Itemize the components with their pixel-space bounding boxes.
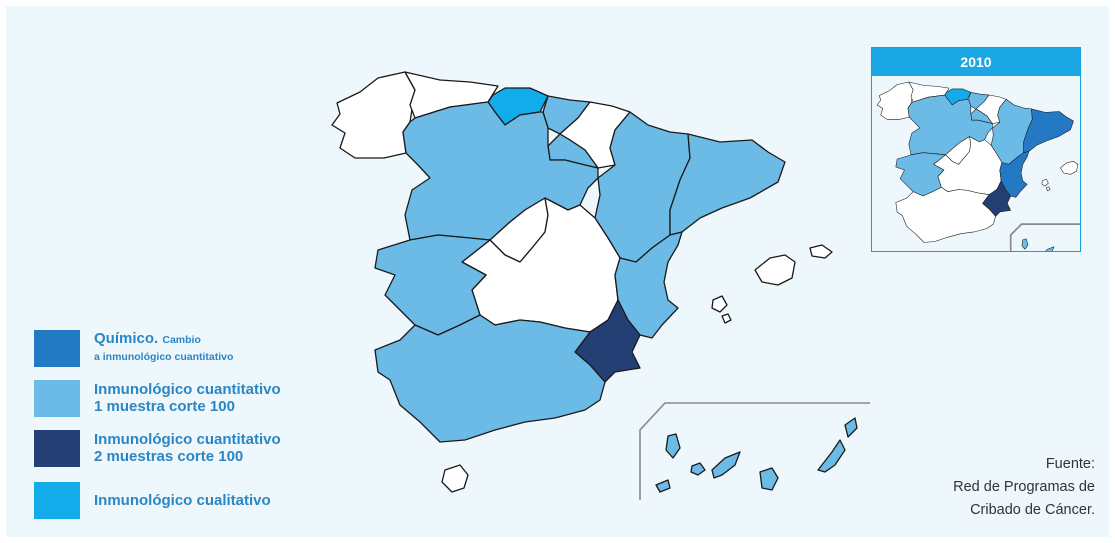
- legend-swatch-inmunologico-2: [34, 430, 80, 467]
- inset-year-label: 2010: [872, 48, 1080, 76]
- region-canarias-gran-canaria: [759, 467, 779, 491]
- source-note: Fuente: Red de Programas de Cribado de C…: [953, 453, 1095, 522]
- region-castilla-y-leon: [402, 101, 599, 241]
- region-baleares-formentera: [721, 313, 732, 324]
- region-ceuta: [441, 464, 469, 493]
- region-baleares-mallorca: [754, 254, 796, 286]
- legend-label-inmunologico-1-line2: 1 muestra corte 100: [94, 398, 235, 415]
- legend-swatch-cualitativo: [34, 482, 80, 519]
- canarias-frame: [639, 402, 870, 500]
- legend-label-quimico: Químico.: [94, 330, 159, 347]
- inset-region-navarra: [975, 94, 1007, 124]
- inset-region-andalucia: [895, 187, 996, 243]
- inset-region-canarias-tenerife: [1045, 246, 1055, 251]
- source-line-1: Fuente:: [1045, 456, 1095, 472]
- inset-region-baleares-ibiza: [1041, 178, 1049, 187]
- legend: Químico. Cambio a inmunológico cuantitat…: [34, 330, 354, 530]
- legend-item-quimico: Químico. Cambio a inmunológico cuantitat…: [34, 330, 354, 380]
- region-baleares-ibiza: [711, 295, 728, 313]
- region-baleares-menorca: [809, 244, 833, 259]
- legend-label-inmunologico-1-line1: Inmunológico cuantitativo: [94, 381, 281, 398]
- inset-regions: [876, 81, 1079, 251]
- source-line-3: Cribado de Cáncer.: [970, 502, 1095, 518]
- inset-region-baleares-mallorca: [1060, 161, 1079, 175]
- region-canarias-tenerife: [711, 451, 741, 479]
- region-comunidad-valenciana: [614, 231, 683, 339]
- region-canarias-fuerteventura: [817, 439, 846, 473]
- inset-region-canarias-la-palma: [1021, 238, 1029, 250]
- inset-region-castilla-y-leon: [907, 94, 993, 156]
- legend-label-cualitativo: Inmunológico cualitativo: [94, 492, 271, 509]
- legend-label-inmunologico-2-line1: Inmunológico cuantitativo: [94, 431, 281, 448]
- region-canarias-el-hierro: [655, 479, 671, 493]
- source-line-2: Red de Programas de: [953, 479, 1095, 495]
- inset-canarias-frame: [1009, 223, 1080, 251]
- legend-item-inmunologico-1: Inmunológico cuantitativo 1 muestra cort…: [34, 380, 354, 430]
- region-galicia: [331, 71, 416, 159]
- inset-2010: 2010: [871, 47, 1081, 252]
- inset-region-galicia: [876, 81, 914, 120]
- inset-region-baleares-formentera: [1045, 186, 1051, 192]
- region-andalucia: [374, 314, 606, 443]
- region-canarias-la-gomera: [690, 462, 706, 476]
- region-canarias-lanzarote: [844, 417, 858, 438]
- legend-label-inmunologico-2-line2: 2 muestras corte 100: [94, 448, 244, 465]
- region-canarias-la-palma: [665, 433, 681, 459]
- region-navarra: [559, 101, 631, 169]
- inset-region-cataluna: [1023, 108, 1074, 153]
- legend-swatch-quimico: [34, 330, 80, 367]
- legend-swatch-inmunologico-1: [34, 380, 80, 417]
- inset-region-comunidad-valenciana: [999, 151, 1030, 198]
- inset-map: [876, 81, 1080, 251]
- region-cataluna: [669, 133, 786, 236]
- legend-item-inmunologico-2: Inmunológico cuantitativo 2 muestras cor…: [34, 430, 354, 482]
- legend-sublabel-quimico-1: Cambio: [162, 334, 201, 346]
- legend-sublabel-quimico-2: a inmunológico cuantitativo: [94, 351, 234, 363]
- legend-item-cualitativo: Inmunológico cualitativo: [34, 482, 354, 530]
